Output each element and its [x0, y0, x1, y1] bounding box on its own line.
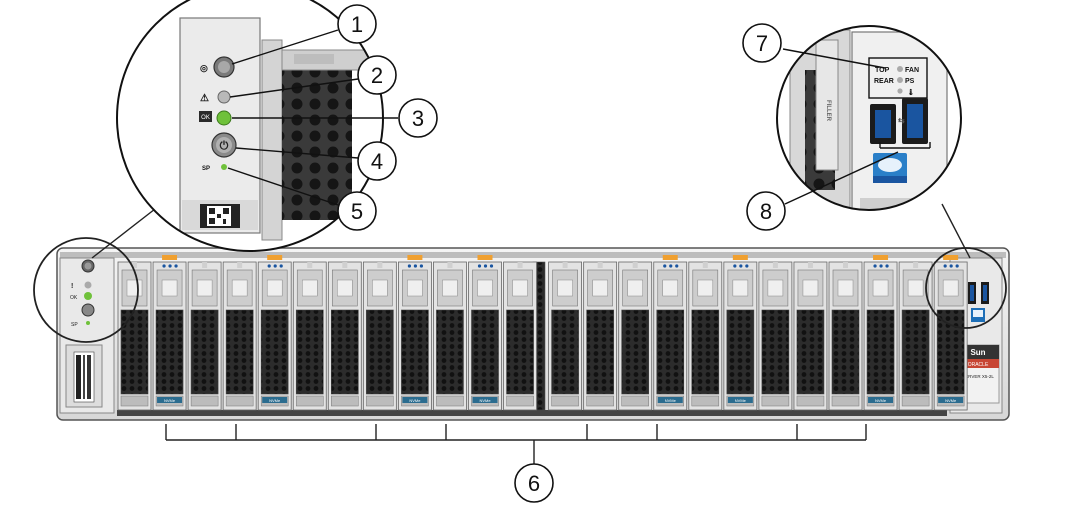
ear-status-panel: ! OK SP	[70, 259, 95, 328]
drive-bay-19	[758, 261, 793, 411]
drive-bay-8	[362, 261, 397, 411]
drive-bay-21	[828, 261, 863, 411]
svg-text:NVMe: NVMe	[164, 398, 176, 403]
ok-status-led: OK	[199, 110, 232, 126]
svg-text:!: !	[71, 283, 73, 290]
qr-code	[207, 206, 231, 226]
svg-text:🌡: 🌡	[907, 88, 915, 96]
drive-bay-17	[688, 261, 723, 411]
callout-4: 4	[357, 141, 397, 181]
drive-bay-4	[222, 261, 257, 411]
power-button: ⏻	[211, 132, 237, 158]
drive-bay-14	[583, 261, 618, 411]
drive-bay-3	[187, 261, 222, 411]
rear-ear-usb-ports	[968, 282, 989, 322]
svg-text:NVMe: NVMe	[735, 398, 747, 403]
svg-text:OK: OK	[201, 115, 210, 121]
drive-bay-10	[433, 261, 467, 411]
svg-text:PS: PS	[905, 78, 915, 85]
locator-button: ◎	[200, 56, 235, 78]
svg-text:⏻: ⏻	[220, 139, 229, 152]
svg-text:REAR: REAR	[874, 78, 894, 85]
drive-bay-1	[117, 261, 152, 411]
callout-8: 8	[746, 191, 786, 231]
drive-bay-15	[618, 261, 653, 411]
sp-ok-led: SP	[202, 164, 227, 172]
drive-bay-7	[327, 261, 362, 411]
svg-text:4: 4	[371, 149, 383, 174]
svg-text:2: 2	[371, 63, 383, 88]
nvme-bracket	[165, 424, 867, 464]
svg-text:FILLER: FILLER	[825, 100, 831, 122]
drive-bay-18: NVMe	[723, 255, 758, 411]
callout-6: 6	[514, 463, 554, 503]
leader-lines	[227, 29, 931, 206]
drive-bay-23	[898, 261, 933, 411]
callout-2: 2	[357, 55, 397, 95]
callout-7: 7	[742, 23, 782, 63]
right-zoom-callout: FILLER TOP FAN REAR PS 🌡 ⇆	[776, 25, 1007, 329]
svg-text:ORACLE: ORACLE	[968, 362, 989, 368]
drive-bay-20	[793, 261, 828, 411]
svg-text:⇆: ⇆	[898, 116, 905, 125]
svg-text:NVMe: NVMe	[945, 398, 957, 403]
drive-bay-9: NVMe	[397, 255, 432, 411]
drive-bay-22: NVMe	[863, 255, 898, 411]
fault-leds-panel: TOP FAN REAR PS 🌡	[868, 57, 928, 99]
drive-bay-5: NVMe	[257, 255, 292, 411]
callout-5: 5	[337, 191, 377, 231]
svg-text:5: 5	[351, 199, 363, 224]
svg-text:NVMe: NVMe	[665, 398, 677, 403]
svg-text:NVMe: NVMe	[479, 398, 491, 403]
left-ear-serial-sticker	[73, 351, 95, 403]
intel-badge	[873, 153, 907, 183]
callout-1: 1	[337, 4, 377, 44]
svg-text:TOP: TOP	[875, 67, 890, 74]
drive-bay-6	[292, 261, 327, 411]
usb-ports: ⇆	[870, 98, 928, 144]
left-detail-marker	[33, 237, 139, 343]
drive-bay-11: NVMe	[468, 255, 502, 411]
svg-text:SERVER X5-2L: SERVER X5-2L	[962, 374, 994, 379]
svg-text:OK: OK	[70, 295, 78, 301]
svg-text:8: 8	[760, 199, 772, 224]
svg-text:6: 6	[528, 471, 540, 496]
callout-3: 3	[398, 98, 438, 138]
svg-text:NVMe: NVMe	[269, 398, 281, 403]
drive-bay-13	[548, 261, 582, 411]
drive-bay-12	[503, 261, 537, 411]
svg-text:NVMe: NVMe	[409, 398, 421, 403]
drive-bays-group: NVMe NVMe NVMe NVMe NVMe NVMe NVMe NVMe	[117, 255, 968, 411]
drive-bay-24: NVMe	[933, 255, 968, 411]
service-required-led: ⚠	[200, 90, 231, 104]
svg-text:◎: ◎	[200, 63, 208, 73]
svg-text:Sun: Sun	[970, 348, 985, 357]
svg-text:SP: SP	[202, 166, 210, 172]
svg-text:FAN: FAN	[905, 67, 919, 74]
svg-text:7: 7	[756, 31, 768, 56]
svg-text:1: 1	[351, 12, 363, 37]
svg-text:3: 3	[412, 106, 424, 131]
svg-text:NVMe: NVMe	[875, 398, 887, 403]
svg-text:SP: SP	[71, 322, 78, 328]
drive-bay-2: NVMe	[152, 255, 187, 411]
svg-text:⚠: ⚠	[200, 93, 209, 104]
right-detail-marker	[925, 247, 1007, 329]
drive-bay-16: NVMe	[653, 255, 688, 411]
